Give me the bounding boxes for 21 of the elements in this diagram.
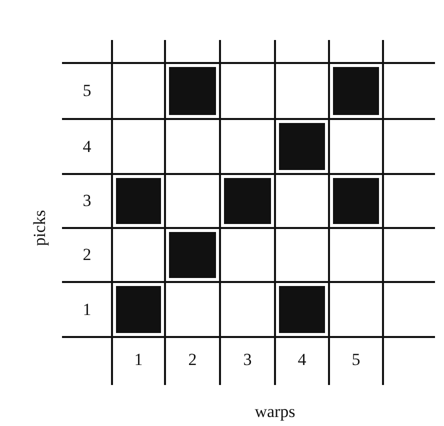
- column-number: 3: [243, 350, 252, 370]
- filled-square: [169, 67, 216, 115]
- filled-square: [279, 286, 325, 333]
- axis-title: warps: [254, 402, 296, 422]
- column-number: 1: [134, 350, 143, 370]
- filled-square: [224, 178, 271, 224]
- filled-square: [333, 67, 379, 115]
- row-number: 1: [82, 300, 92, 320]
- filled-square: [279, 123, 325, 170]
- filled-square: [116, 286, 161, 333]
- column-number: 5: [352, 350, 360, 370]
- row-number: 3: [82, 191, 92, 211]
- column-number: 2: [188, 350, 197, 370]
- row-number: 2: [82, 245, 92, 265]
- axis-title: picks: [30, 210, 50, 246]
- filled-square: [169, 232, 216, 278]
- row-number: 4: [82, 136, 92, 156]
- filled-square: [333, 178, 379, 224]
- row-number: 5: [82, 81, 92, 101]
- column-number: 4: [298, 350, 306, 370]
- filled-square: [116, 178, 161, 224]
